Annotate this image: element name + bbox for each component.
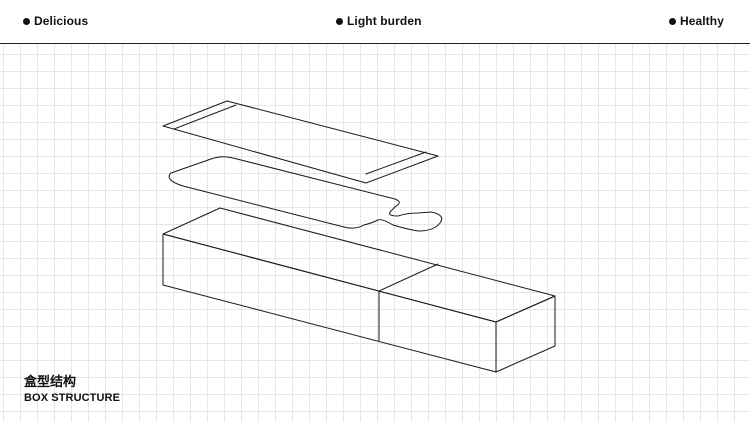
caption-english: BOX STRUCTURE	[24, 392, 121, 404]
box-body	[162, 207, 556, 373]
lid-fold-right	[365, 151, 427, 175]
tag-delicious: Delicious	[23, 14, 88, 28]
box-front-face	[162, 233, 497, 373]
header-bar: Delicious Light burden Healthy	[0, 0, 750, 44]
bullet-dot-icon	[336, 17, 343, 25]
lid-outline	[162, 100, 439, 184]
box-top-face	[162, 207, 556, 323]
caption-chinese: 盒型结构	[24, 375, 77, 390]
lid-panel	[162, 100, 439, 184]
tag-light-burden: Light burden	[336, 14, 422, 28]
bullet-dot-icon	[23, 17, 30, 25]
bullet-dot-icon	[668, 17, 676, 25]
sleeve-edge-top	[378, 263, 439, 292]
tag-label: Healthy	[679, 14, 724, 28]
tag-label: Light burden	[347, 14, 422, 28]
lid-fold-left	[173, 104, 237, 130]
tray-insert	[168, 156, 443, 232]
tag-healthy: Healthy	[668, 14, 724, 28]
box-side-face	[495, 295, 556, 373]
caption-block: 盒型结构 BOX STRUCTURE	[24, 375, 120, 405]
tag-label: Delicious	[34, 14, 89, 28]
